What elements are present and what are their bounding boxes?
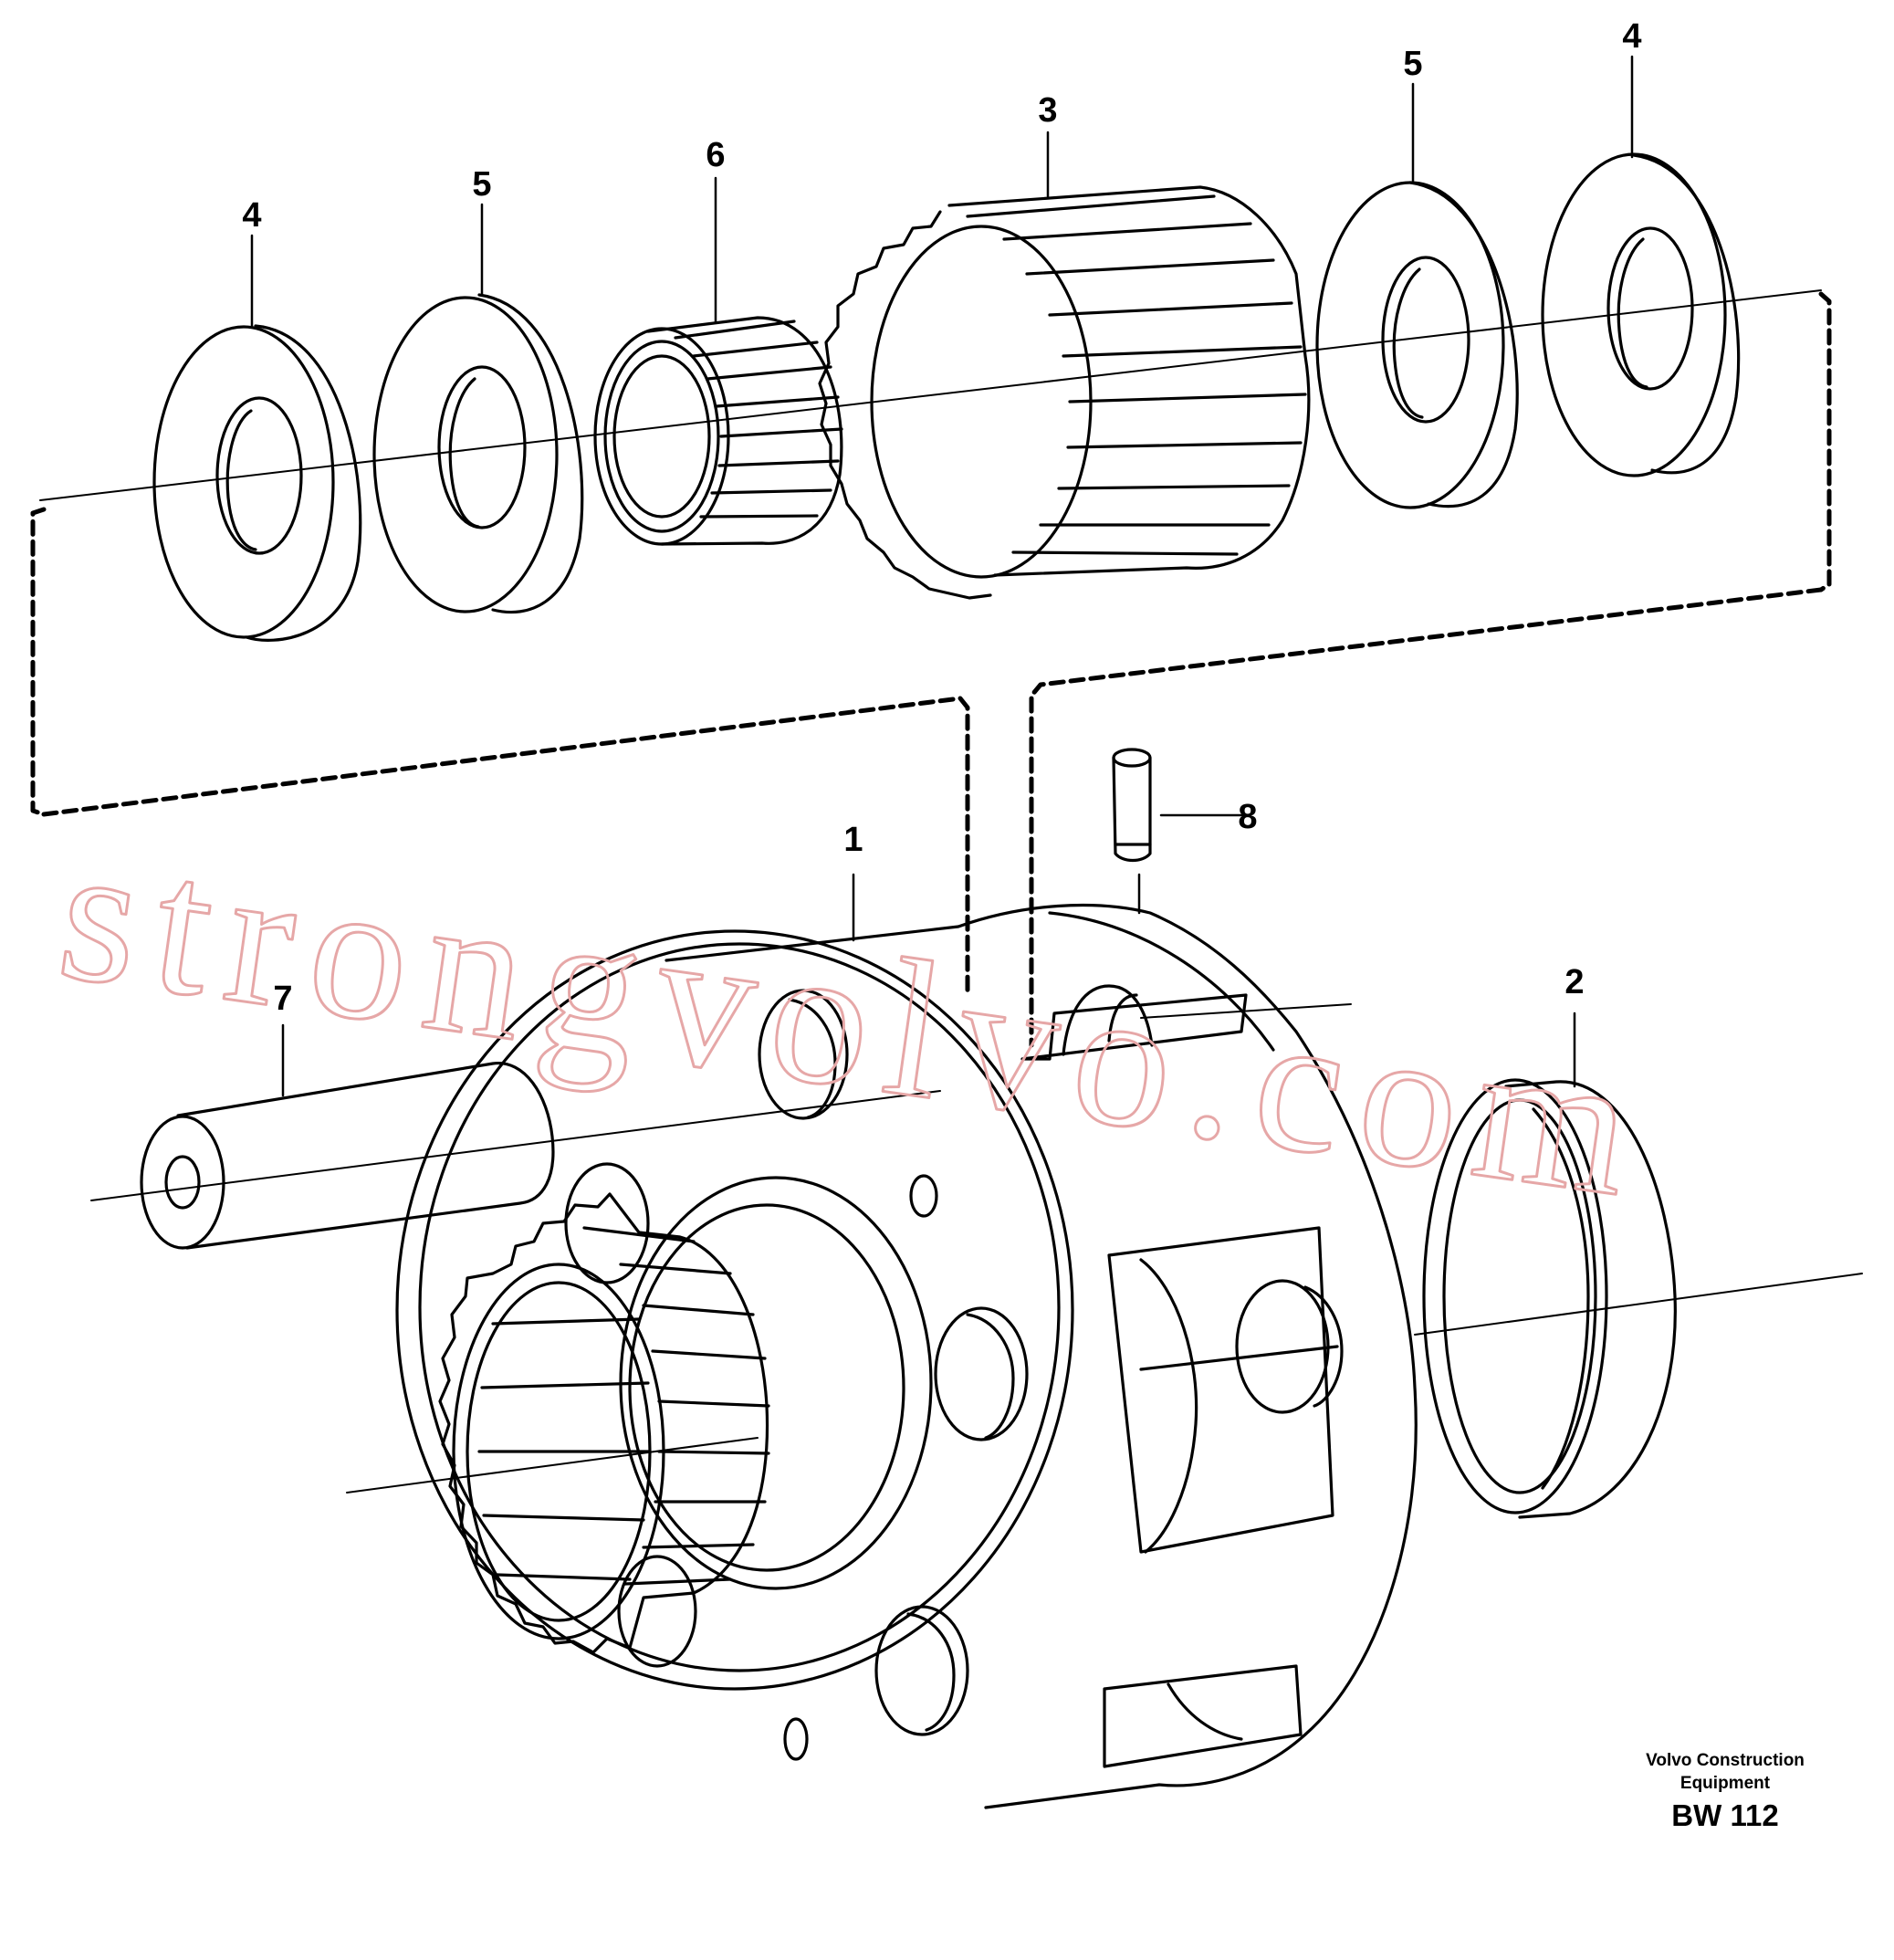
- needle-bearing-pinion-6: [593, 316, 843, 546]
- callout-2: 2: [1564, 963, 1584, 1001]
- callout-3: 3: [1038, 91, 1057, 130]
- figure-code: BW 112: [1671, 1798, 1779, 1832]
- planet-shaft-7: [140, 1062, 555, 1250]
- dashed-bracket-right: [1029, 291, 1832, 1048]
- callout-7: 7: [273, 980, 292, 1018]
- dowel-pin-8: [1112, 748, 1152, 863]
- bushing-2: [1422, 1078, 1677, 1519]
- callout-5-right: 5: [1403, 45, 1422, 83]
- thrust-washer-4-left: [152, 324, 362, 642]
- leader-lines: [250, 55, 1634, 1097]
- lower-axes: [90, 1003, 1863, 1494]
- callout-8: 8: [1238, 798, 1257, 836]
- upper-axis: [39, 289, 1822, 501]
- publisher-line-2: Equipment: [1679, 1774, 1771, 1793]
- callout-4-right: 4: [1622, 17, 1641, 56]
- callout-numbers: 4 5 6 3 5 4 1 8 2 7: [242, 17, 1641, 1018]
- callout-6: 6: [706, 136, 725, 174]
- publisher-line-1: Volvo Construction: [1646, 1751, 1805, 1770]
- callout-5-left: 5: [472, 165, 491, 204]
- thrust-washer-4-right: [1541, 152, 1741, 477]
- dashed-bracket-left: [30, 507, 970, 998]
- thrust-washer-5-left: [372, 293, 584, 614]
- callout-4-left: 4: [242, 196, 261, 235]
- callout-1: 1: [843, 821, 863, 859]
- splined-hub: [438, 1192, 770, 1654]
- planet-gear-3: [818, 185, 1311, 600]
- thrust-washer-5-right: [1315, 181, 1519, 509]
